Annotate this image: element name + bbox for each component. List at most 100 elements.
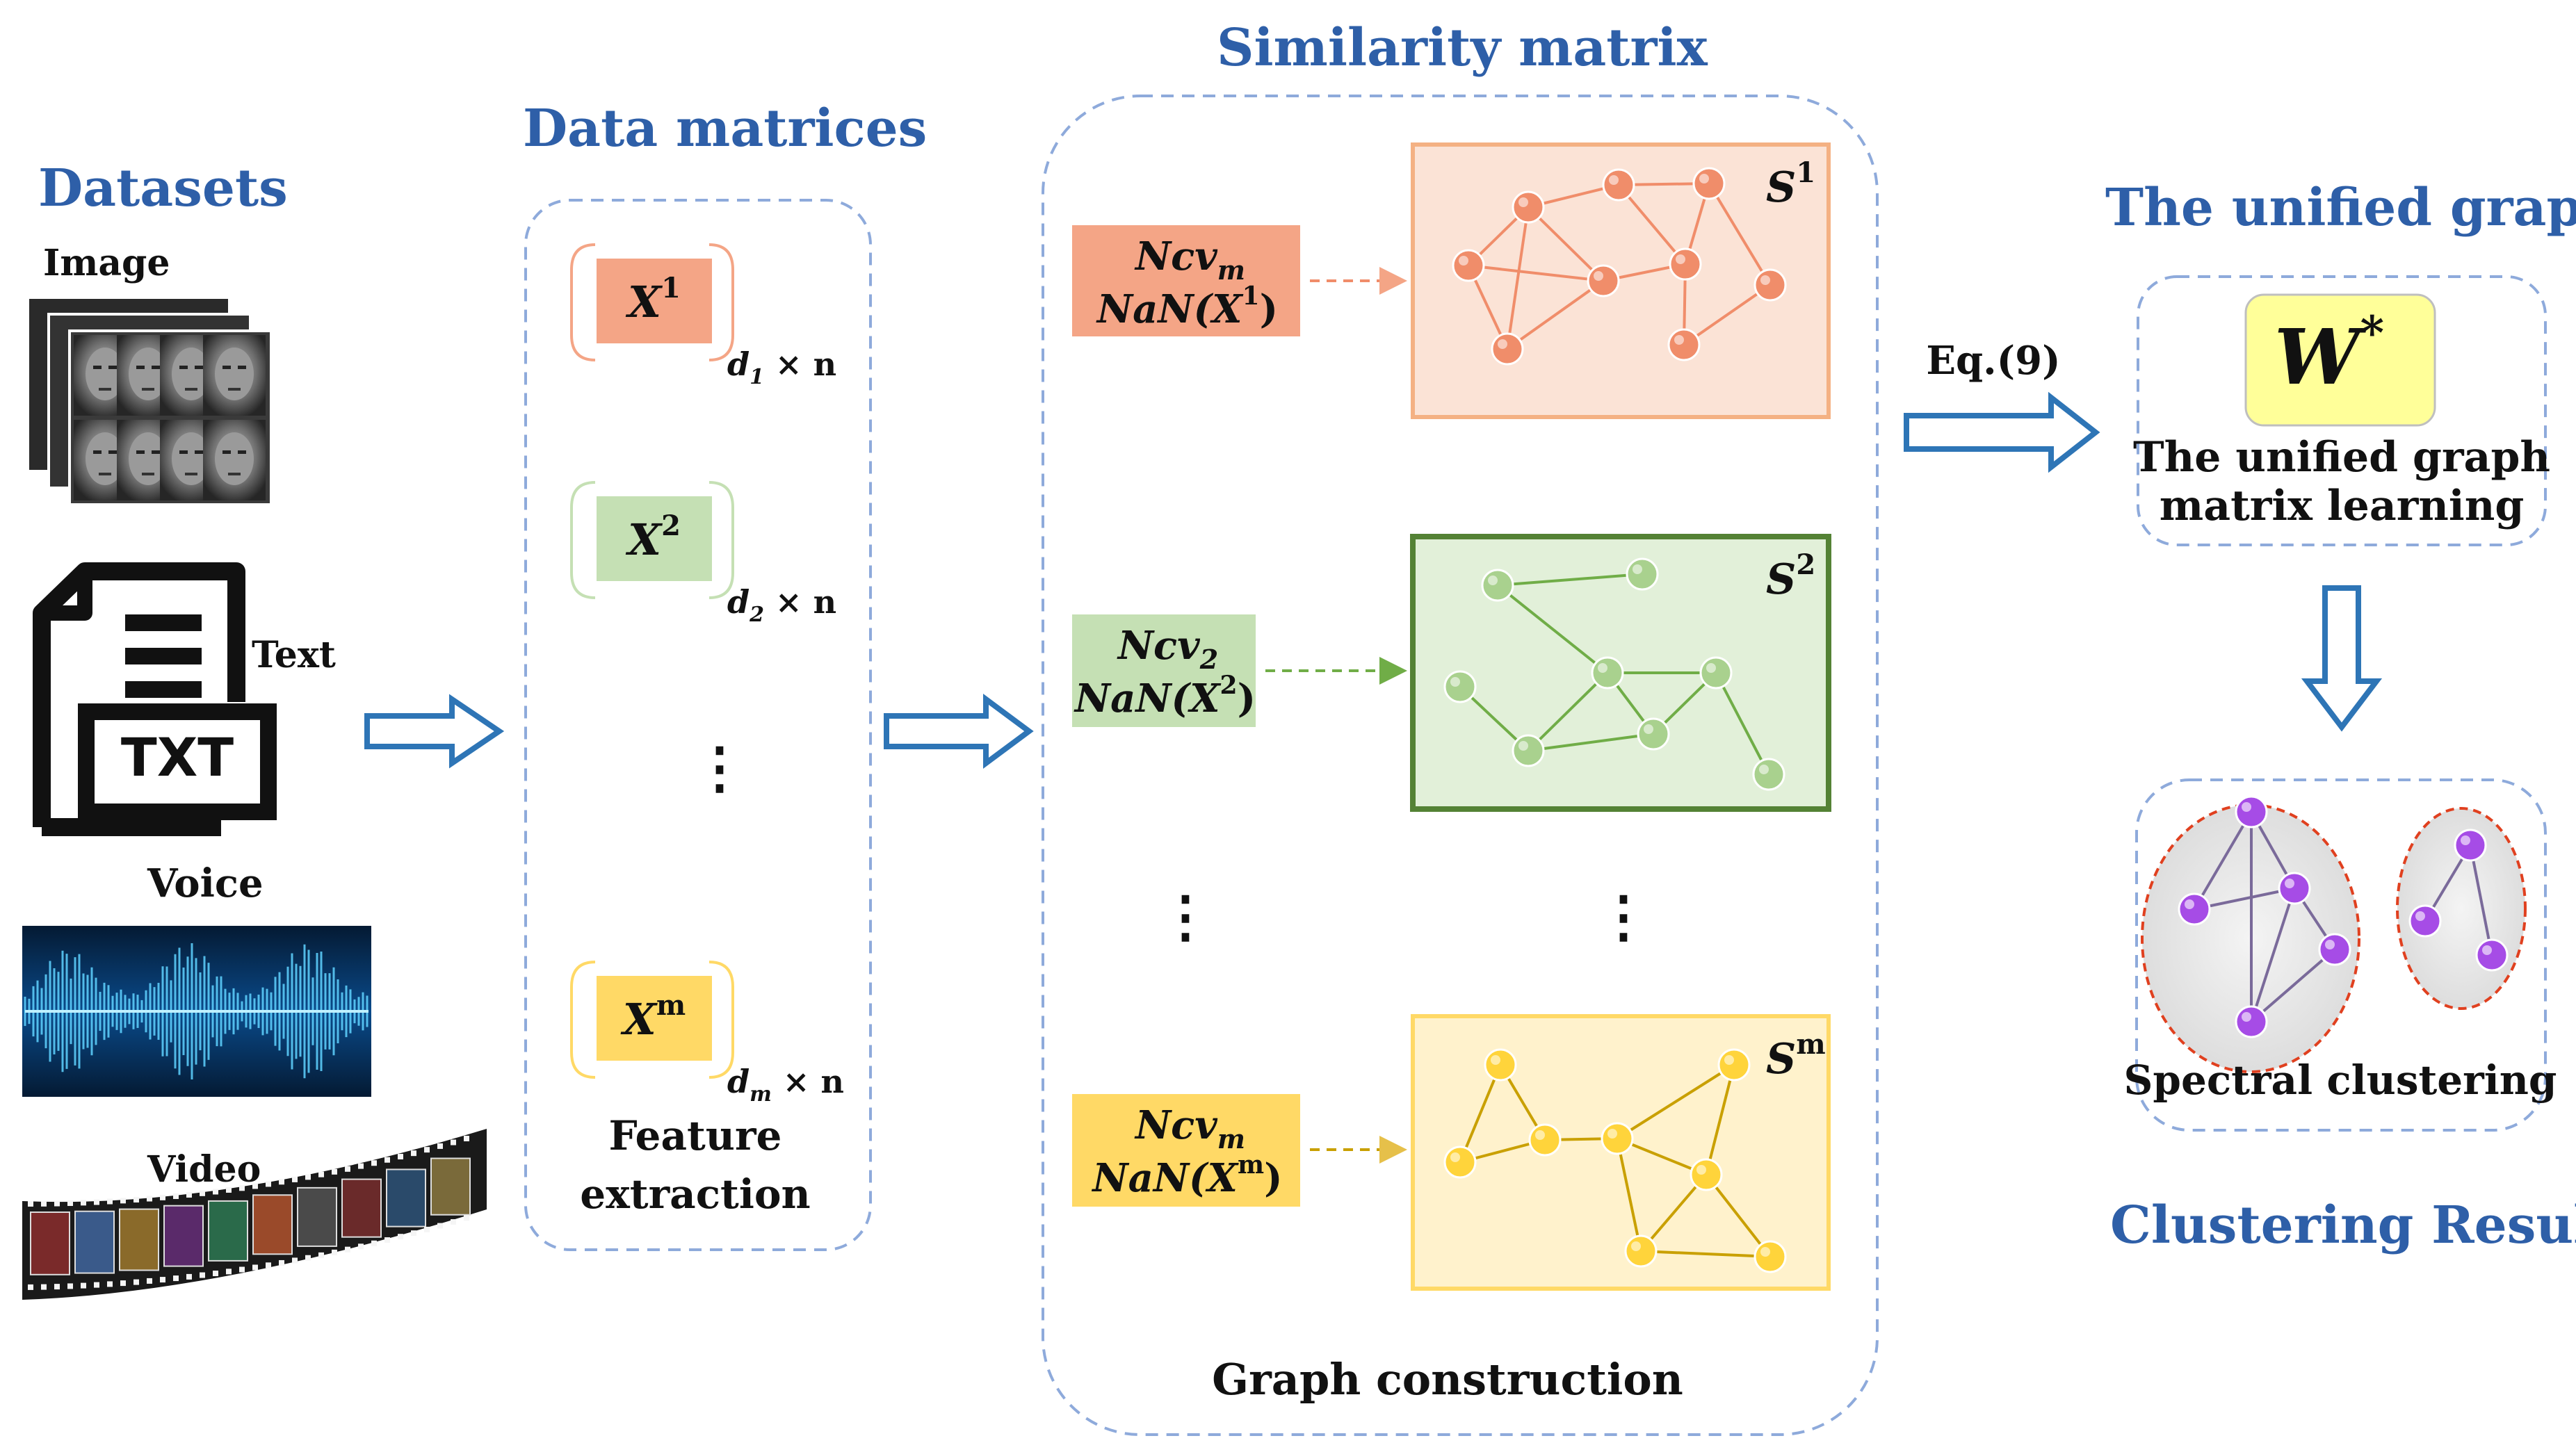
cluster-edge: [2250, 948, 2336, 1023]
graph-edge: [1640, 1250, 1771, 1258]
ncv-ellipsis: ⋮: [1158, 883, 1213, 949]
flow-arrow-2: [884, 694, 1034, 769]
nan-label: NaN(X1): [1096, 282, 1278, 332]
matrix-label: X2: [625, 509, 681, 565]
unified-caption-line1: The unified graph: [2133, 433, 2550, 482]
film-frame: [252, 1194, 293, 1255]
film-frame: [341, 1178, 382, 1238]
flow-arrow-down: [2301, 585, 2383, 732]
ncv-label: Ncv2: [1117, 623, 1218, 675]
equation-label: Eq.(9): [1926, 338, 2060, 384]
feature-extraction-label-line1: Feature: [609, 1112, 782, 1159]
cluster-node: [2235, 1005, 2268, 1038]
graph-node: [1626, 557, 1659, 591]
similarity-matrix-label: Sm: [1766, 1028, 1826, 1084]
graph-node: [1601, 1122, 1634, 1155]
matrix-right-bracket: [708, 961, 734, 1079]
ncv-label: Ncvm: [1134, 234, 1245, 286]
film-frame: [297, 1186, 337, 1247]
graph-node: [1591, 656, 1624, 690]
graph-node: [1443, 1145, 1477, 1179]
graph-node: [1753, 268, 1787, 302]
cluster-edge: [2193, 810, 2253, 911]
flow-arrow-1: [364, 694, 505, 769]
graph-edge: [1528, 733, 1654, 752]
graph-edge: [1683, 284, 1772, 346]
cluster-edge: [2469, 845, 2493, 956]
graph-node: [1752, 758, 1785, 791]
cluster-node: [2178, 892, 2211, 926]
matrix-block: [597, 259, 712, 343]
ncv-box: [1072, 614, 1256, 727]
film-frame: [30, 1211, 70, 1275]
matrices-ellipsis: ⋮: [692, 735, 747, 800]
graph-edge: [1527, 206, 1605, 282]
film-frame: [119, 1208, 159, 1271]
similarity-matrix-panel: [1042, 95, 1879, 1436]
film-strip-icon: [22, 1129, 487, 1300]
data-matrix-x2: X2 d2 × n: [570, 481, 836, 627]
heading-similarity-matrix: Similarity matrix: [1217, 18, 1708, 78]
film-frame: [386, 1168, 426, 1227]
similarity-matrix-label: S2: [1766, 548, 1815, 604]
face-thumbnail: [74, 420, 136, 500]
matrix-label: X1: [625, 272, 681, 327]
matrix-right-bracket: [708, 481, 734, 599]
similarity-matrix-label: S1: [1766, 156, 1815, 212]
graph-node: [1602, 168, 1635, 202]
graph-node: [1717, 1048, 1751, 1082]
graph-node: [1484, 1048, 1517, 1082]
unified-graph-panel: [2137, 275, 2547, 546]
feature-extraction-label-line2: extraction: [580, 1170, 810, 1218]
graph-node: [1624, 1234, 1658, 1268]
graph-node: [1512, 734, 1545, 767]
txt-badge: TXT: [121, 726, 234, 788]
cluster-node: [2475, 938, 2509, 972]
graph-edge: [1527, 671, 1609, 752]
graph-edge: [1715, 672, 1770, 775]
matrix-right-bracket: [708, 243, 734, 361]
matrix-left-bracket: [570, 961, 596, 1079]
heading-clustering-result: Clustering Result: [2110, 1196, 2576, 1255]
graph-edge: [1708, 182, 1772, 286]
graph-edge: [1506, 279, 1605, 350]
data-matrices-panel: [524, 199, 872, 1251]
ncv-box: [1072, 225, 1300, 336]
graph-node: [1667, 328, 1701, 361]
face-thumbnail: [203, 420, 266, 500]
spectral-clustering-label: Spectral clustering: [2124, 1057, 2557, 1104]
graph-node: [1692, 167, 1726, 200]
dataset-label-video: Video: [147, 1148, 261, 1191]
graph-node: [1528, 1123, 1562, 1157]
graph-node: [1452, 249, 1485, 282]
graph-node: [1669, 247, 1702, 281]
matrix-dimension-label: dm × n: [727, 1063, 844, 1107]
data-matrix-x1: X1 d1 × n: [570, 243, 836, 389]
film-frame: [163, 1205, 204, 1267]
matrix-dimension-label: d1 × n: [727, 345, 836, 389]
face-thumbnail: [203, 335, 266, 416]
matrix-block: [597, 496, 712, 581]
face-image-stack-icon: [26, 296, 273, 506]
matrix-dimension-label: d2 × n: [727, 583, 836, 627]
graph-node: [1587, 264, 1620, 297]
graph-edge: [1496, 584, 1609, 674]
graph-node: [1443, 670, 1477, 703]
graph-node: [1753, 1240, 1787, 1273]
cluster-edge: [2250, 888, 2296, 1022]
dataset-label-text: Text: [252, 634, 336, 676]
film-frame: [208, 1200, 248, 1262]
graph-node: [1491, 332, 1524, 366]
dataset-label-image: Image: [43, 242, 170, 284]
matrix-left-bracket: [570, 481, 596, 599]
graph-node: [1637, 717, 1670, 751]
dataset-label-voice: Voice: [147, 860, 264, 906]
cluster-node: [2454, 829, 2487, 862]
film-frame: [74, 1210, 115, 1274]
graph-edge: [1705, 1064, 1735, 1175]
